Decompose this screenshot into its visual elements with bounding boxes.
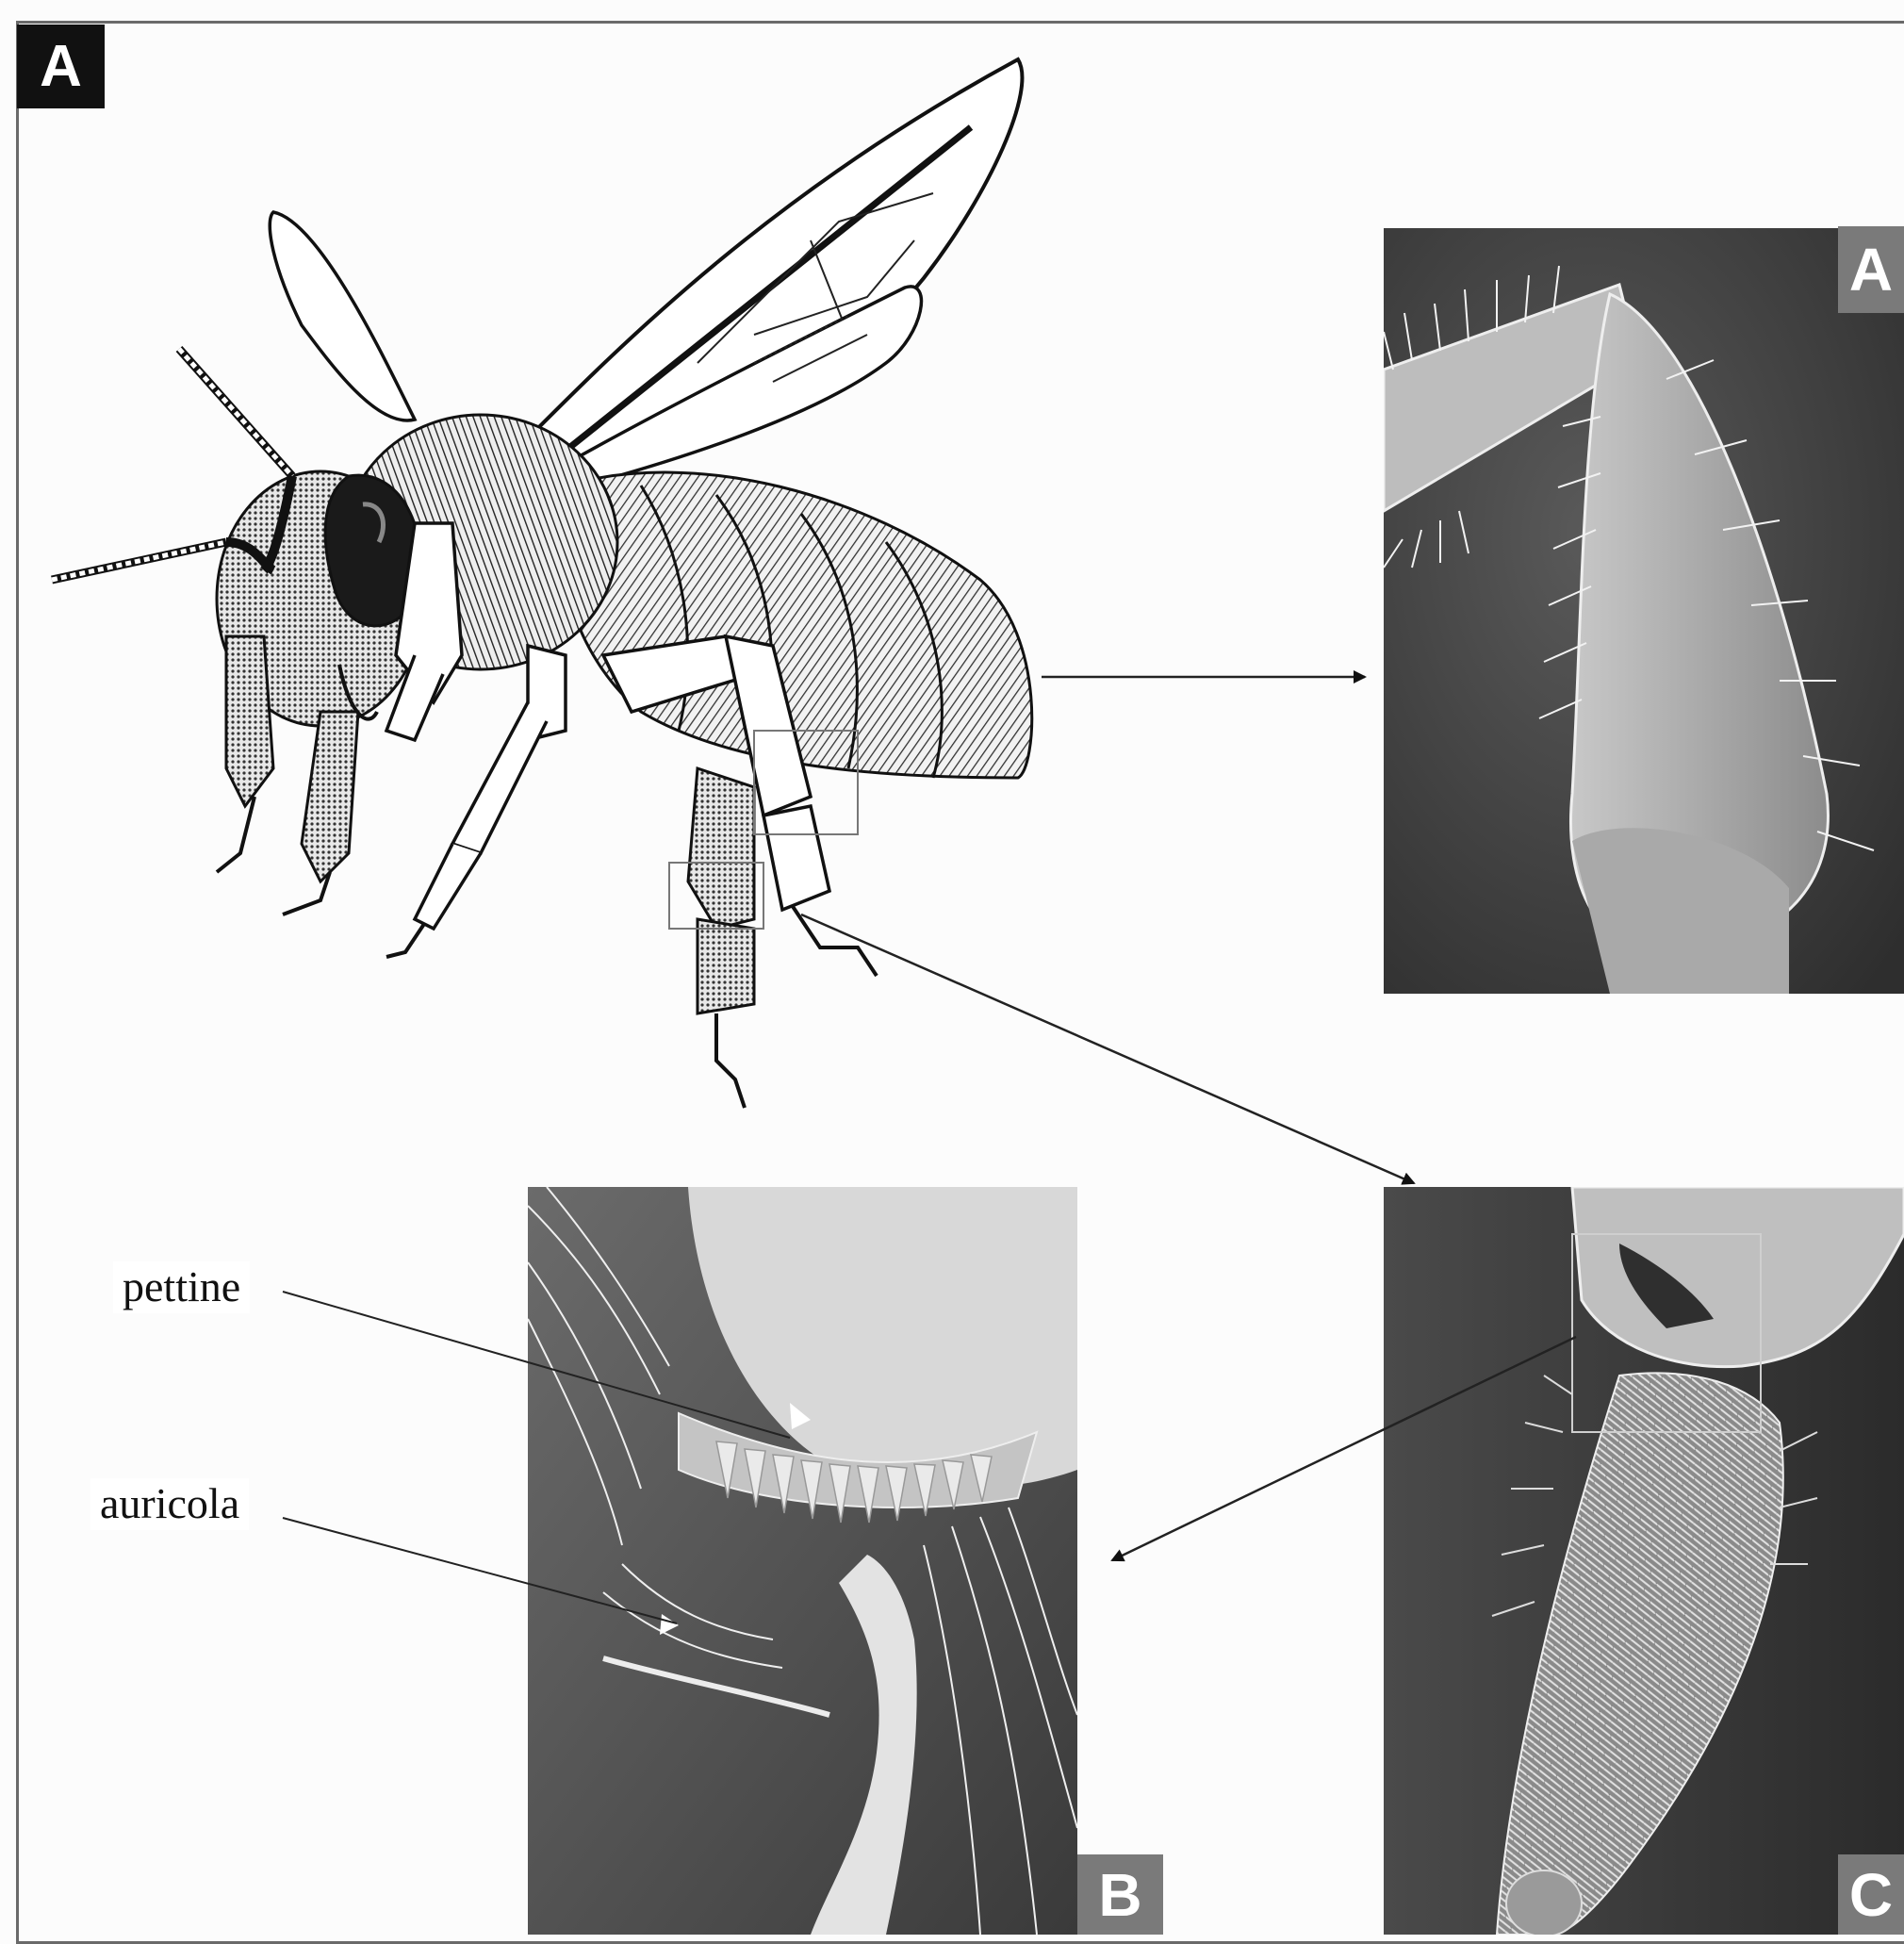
inset-b-sem-photo (528, 1187, 1077, 1935)
abdomen (561, 472, 1032, 778)
main-panel-label: A (17, 25, 105, 108)
inset-a-sem-photo (1384, 228, 1904, 994)
inset-c-sem-photo (1384, 1187, 1904, 1935)
inset-b-label: B (1077, 1854, 1163, 1935)
wing-left (270, 212, 415, 420)
auricola-label: auricola (90, 1478, 249, 1530)
honeybee-illustration (38, 52, 1065, 1117)
inset-a-label: A (1838, 226, 1904, 313)
inset-c-label: C (1838, 1854, 1904, 1935)
pettine-label: pettine (113, 1261, 250, 1313)
